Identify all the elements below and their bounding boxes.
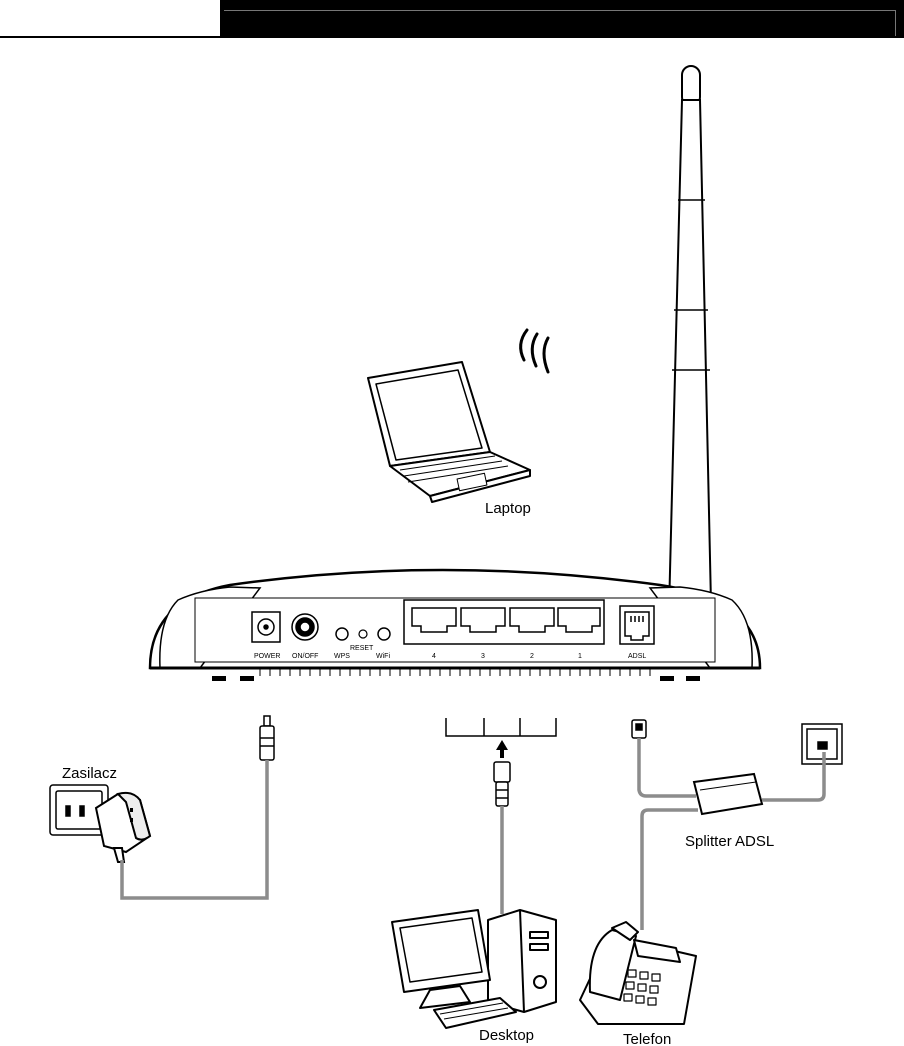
wifi-label: WiFi <box>376 653 390 660</box>
up-arrow-icon <box>496 740 508 758</box>
reset-label: RESET <box>350 645 374 652</box>
lan-port-2-label: 2 <box>530 653 534 660</box>
wall-phone-jack <box>801 723 843 765</box>
desktop-illustration <box>391 909 557 1029</box>
lan-port-4-label: 4 <box>432 653 436 660</box>
power-cable <box>120 760 269 900</box>
lan-port-4 <box>411 607 457 633</box>
phone-line-plug <box>631 719 647 739</box>
laptop-illustration <box>367 361 531 503</box>
lan-port-2 <box>509 607 555 633</box>
on-off-button <box>291 613 319 641</box>
telephone-illustration <box>579 921 697 1025</box>
lan-port-strip <box>445 718 557 737</box>
power-port-label: POWER <box>254 653 280 660</box>
wifi-button <box>377 627 391 641</box>
reset-button <box>358 629 368 639</box>
desktop-label: Desktop <box>479 1027 534 1044</box>
wps-button <box>335 627 349 641</box>
lan-port-1-label: 1 <box>578 653 582 660</box>
wifi-waves-icon <box>519 328 550 374</box>
dc-plug <box>259 715 275 761</box>
phone-label: Telefon <box>623 1031 671 1046</box>
adsl-port-label: ADSL <box>628 653 646 660</box>
power-adapter-label: Zasilacz <box>62 765 117 782</box>
wps-label: WPS <box>334 653 350 660</box>
lan-port-1 <box>557 607 601 633</box>
antenna <box>666 65 714 651</box>
lan-port-3-label: 3 <box>481 653 485 660</box>
lan-port-3 <box>460 607 506 633</box>
splitter-label: Splitter ADSL <box>685 833 774 850</box>
on-off-label: ON/OFF <box>292 653 318 660</box>
splitter-box <box>692 772 764 816</box>
splitter-cables <box>637 738 826 930</box>
power-port <box>251 611 281 643</box>
laptop-label: Laptop <box>485 500 531 517</box>
rj45-plug <box>493 761 511 807</box>
adsl-port <box>619 605 655 645</box>
header-bar <box>0 0 904 38</box>
power-adapter <box>94 791 152 863</box>
